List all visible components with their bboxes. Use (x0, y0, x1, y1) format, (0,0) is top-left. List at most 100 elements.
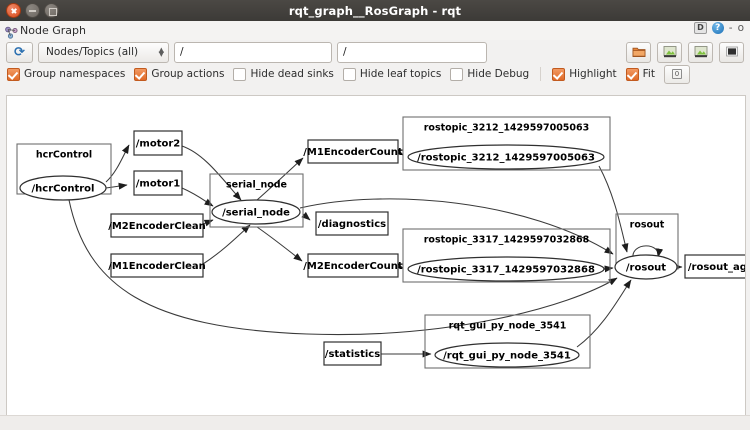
checkbox-box (625, 67, 639, 81)
save-image-icon (694, 43, 708, 62)
checkbox-hide-leaf-topics[interactable]: Hide leaf topics (342, 67, 442, 81)
node-ellipse (407, 256, 605, 282)
checkbox-group-namespaces[interactable]: Group namespaces (7, 67, 125, 81)
refresh-icon: ⟳ (14, 44, 25, 60)
plugin-header: Node Graph D ? - o (0, 21, 750, 40)
folder-icon (632, 43, 646, 62)
node-label: /rqt_gui_py_node_3541 (443, 351, 571, 362)
checkbox-label: Hide Debug (467, 68, 530, 80)
save-dot-button[interactable] (657, 41, 682, 63)
plugin-minimize-icon[interactable]: - (728, 22, 733, 34)
load-dot-button[interactable] (626, 41, 651, 63)
node-label: /rostopic_3317_1429597032868 (417, 265, 595, 276)
checkbox-box (134, 67, 148, 81)
topic-box (323, 341, 382, 366)
checkbox-group-actions[interactable]: Group actions (134, 67, 225, 81)
node-ellipse (407, 144, 605, 170)
topic-filter-input[interactable]: / (174, 41, 332, 63)
graph-filter-select[interactable]: Nodes/Topics (all) ▲▼ (38, 41, 169, 63)
cluster-box (424, 314, 591, 369)
topic-box (315, 211, 389, 236)
node-label: /rosout (626, 263, 666, 274)
cluster-label: rqt_gui_py_node_3541 (449, 321, 567, 332)
topic-filter-value: / (180, 46, 184, 58)
node-label: /rostopic_3212_1429597005063 (417, 153, 595, 164)
graph-clusters: hcrControlserial_noderostopic_3212_14295… (16, 116, 679, 369)
checkbox-fit[interactable]: Fit (625, 67, 655, 81)
cluster-box (209, 173, 304, 228)
graph-topic[interactable]: /rosout_agg (684, 254, 745, 279)
topic-label: /motor2 (136, 139, 181, 150)
graph-cluster[interactable]: serial_node (209, 173, 304, 228)
cluster-label: rosout (630, 220, 665, 231)
graph-node[interactable]: /rqt_gui_py_node_3541 (434, 342, 580, 368)
graph-topic[interactable]: /M1EncoderCount (303, 139, 403, 164)
node-ellipse (434, 342, 580, 368)
graph-nodes: /hcrControl/serial_node/rostopic_3212_14… (19, 130, 745, 368)
checkbox-label: Hide leaf topics (359, 68, 442, 80)
graph-node[interactable]: /rosout (614, 254, 678, 280)
checkbox-label: Fit (642, 68, 655, 80)
graph-cluster[interactable]: rqt_gui_py_node_3541 (424, 314, 591, 369)
status-bar (0, 415, 750, 430)
checkbox-box (233, 67, 247, 81)
node-label: /hcrControl (32, 184, 95, 195)
checkbox-highlight[interactable]: Highlight (552, 67, 617, 81)
minimize-icon[interactable] (25, 3, 40, 18)
graph-filter-value: Nodes/Topics (all) (46, 46, 139, 58)
node-ellipse (614, 254, 678, 280)
checkbox-box (7, 67, 20, 81)
refresh-button[interactable]: ⟳ (6, 41, 33, 63)
graph-cluster[interactable]: rostopic_3317_1429597032868 (402, 228, 611, 283)
close-icon[interactable] (6, 3, 21, 18)
cluster-label: rostopic_3212_1429597005063 (424, 123, 590, 134)
graph-cluster[interactable]: rostopic_3212_1429597005063 (402, 116, 611, 171)
graph-options-row: Group namespaces Group actions Hide dead… (0, 64, 750, 84)
topic-label: /diagnostics (318, 219, 386, 230)
topic-label: /M1EncoderCount (303, 147, 403, 158)
topic-label: /M1EncoderClean (108, 261, 206, 272)
graph-topic[interactable]: /M2EncoderCount (303, 253, 403, 278)
checkbox-hide-dead-sinks[interactable]: Hide dead sinks (233, 67, 334, 81)
checkbox-box (450, 67, 464, 81)
checkbox-label: Group actions (151, 68, 225, 80)
checkbox-box (342, 67, 356, 81)
plugin-header-actions: D ? - o (694, 22, 744, 34)
topic-label: /M2EncoderCount (303, 261, 403, 272)
dock-icon[interactable]: D (694, 22, 707, 34)
plugin-title: Node Graph (20, 24, 86, 37)
graph-node[interactable]: /rostopic_3317_1429597032868 (407, 256, 605, 282)
graph-node[interactable]: /rostopic_3212_1429597005063 (407, 144, 605, 170)
fit-zoom-button[interactable]: 0 (663, 64, 690, 84)
toolbar-divider (540, 67, 542, 81)
image-icon (725, 43, 739, 62)
plugin-close-icon[interactable]: o (737, 22, 744, 34)
graph-edges (68, 144, 683, 358)
graph-node[interactable]: /hcrControl (19, 175, 107, 201)
topic-box (133, 170, 183, 196)
graph-topic[interactable]: /M2EncoderClean (108, 213, 206, 238)
topic-label: /statistics (325, 349, 380, 360)
node-filter-input[interactable]: / (337, 41, 487, 63)
cluster-label: serial_node (226, 180, 287, 191)
copy-image-button[interactable] (719, 41, 744, 63)
save-image-button[interactable] (688, 41, 713, 63)
cluster-box (402, 116, 611, 171)
maximize-icon[interactable] (44, 3, 59, 18)
graph-topic[interactable]: /motor1 (133, 170, 183, 196)
window-title: rqt_graph__RosGraph - rqt (288, 3, 462, 18)
graph-node[interactable]: /serial_node (211, 199, 301, 225)
checkbox-hide-debug[interactable]: Hide Debug (450, 67, 530, 81)
node-label: /serial_node (222, 208, 290, 219)
topic-box (110, 213, 204, 238)
graph-topic[interactable]: /M1EncoderClean (108, 253, 206, 278)
graph-topic[interactable]: /diagnostics (315, 211, 389, 236)
topic-label: /motor1 (136, 179, 181, 190)
chevron-updown-icon: ▲▼ (158, 46, 164, 58)
window-controls (6, 3, 59, 18)
help-icon[interactable]: ? (711, 22, 724, 34)
graph-topic[interactable]: /motor2 (133, 130, 183, 156)
graph-topic[interactable]: /statistics (323, 341, 382, 366)
checkbox-label: Hide dead sinks (250, 68, 334, 80)
